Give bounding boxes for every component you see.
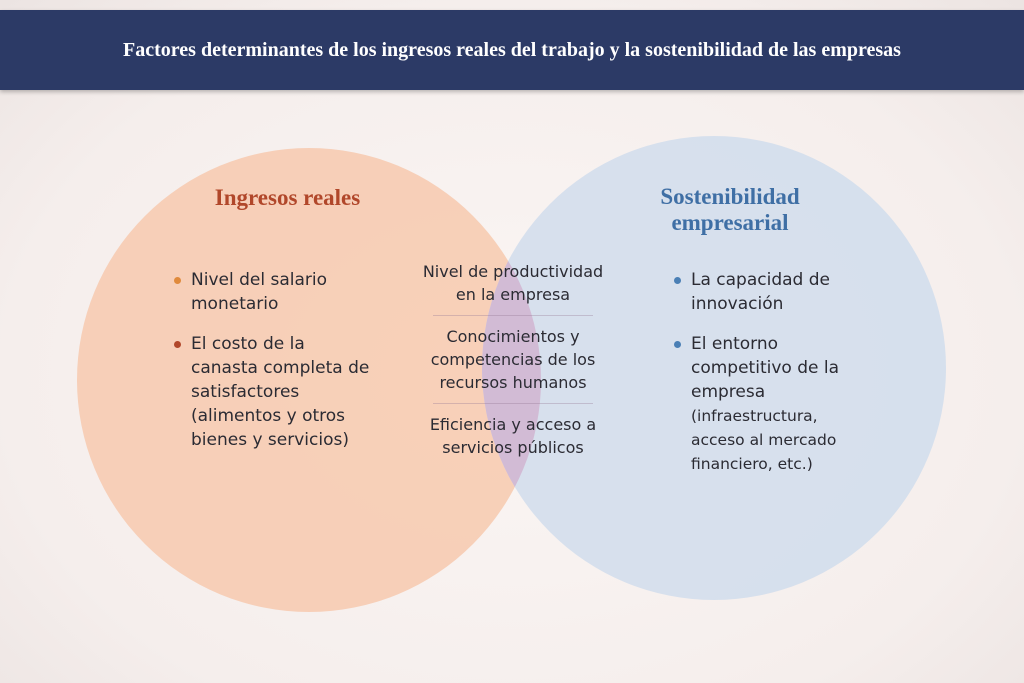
- bullet-icon: [674, 277, 681, 284]
- intersection-item: Eficiencia y acceso a servicios públicos: [429, 415, 597, 457]
- item-detail: (infraestructura, acceso al mercado fina…: [691, 407, 837, 473]
- page-title: Factores determinantes de los ingresos r…: [123, 39, 901, 61]
- left-circle-ingresos: [77, 148, 541, 612]
- header-banner: Factores determinantes de los ingresos r…: [0, 10, 1024, 90]
- intersection-list: Nivel de productividad en la empresa Con…: [415, 258, 611, 468]
- item-text: Nivel del salario monetario: [191, 270, 327, 314]
- bullet-icon: [174, 277, 181, 284]
- intersection-item: Nivel de productividad en la empresa: [422, 262, 604, 304]
- left-factor-list: Nivel del salario monetario El costo de …: [172, 268, 372, 468]
- right-circle-title: Sostenibilidad empresarial: [660, 184, 800, 235]
- bullet-icon: [174, 341, 181, 348]
- list-item: El entorno competitivo de la empresa(inf…: [672, 332, 857, 476]
- divider: [433, 403, 593, 404]
- item-text: El costo de la canasta completa de satis…: [191, 334, 370, 450]
- right-circle-sostenibilidad: [482, 136, 946, 600]
- list-item: Nivel del salario monetario: [172, 268, 372, 316]
- right-factor-list: La capacidad de innovación El entorno co…: [672, 268, 857, 492]
- intersection-item: Conocimientos y competencias de los recu…: [430, 327, 596, 392]
- list-item: La capacidad de innovación: [672, 268, 857, 316]
- item-text: El entorno competitivo de la empresa: [691, 334, 839, 402]
- left-circle-title: Ingresos reales: [214, 185, 361, 210]
- list-item: El costo de la canasta completa de satis…: [172, 332, 372, 452]
- item-text: La capacidad de innovación: [691, 270, 830, 314]
- divider: [433, 315, 593, 316]
- bullet-icon: [674, 341, 681, 348]
